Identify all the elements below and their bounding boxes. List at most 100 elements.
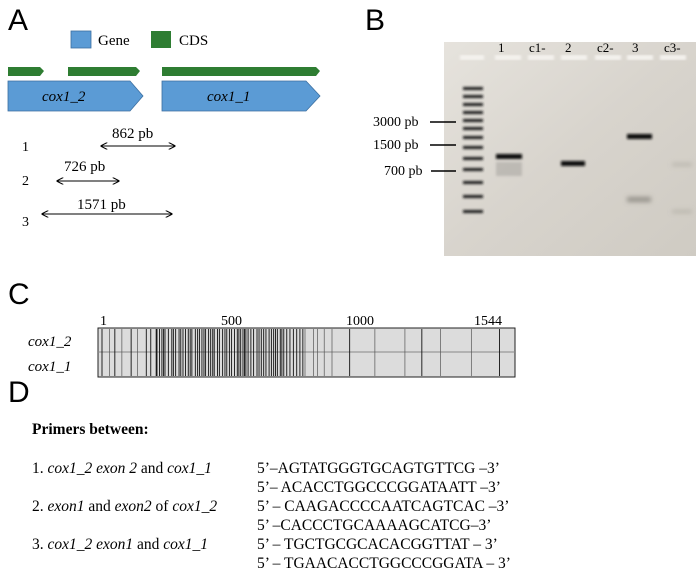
primer-3-join: and (137, 536, 160, 553)
primer-3-forward-row: 3. cox1_2 exon1 and cox1_1 5’ – TGCTGCGC… (32, 535, 511, 554)
band-lane-1 (496, 154, 522, 159)
primer-1-number: 1. (32, 460, 44, 477)
ladder-band (463, 111, 483, 114)
primer-2-target-b: exon2 (114, 498, 152, 515)
primer-3-reverse-seq: 5’ – TGAACACCTGGCCCGGATA – 3’ (257, 555, 511, 572)
cds-arrow-3 (162, 67, 320, 76)
legend-gene-label: Gene (98, 33, 130, 49)
row-label-cox1-2: cox1_2 (28, 334, 72, 350)
primer-1-target-b: cox1_1 (167, 460, 212, 477)
primer-2-forward-row: 2. exon1 and exon2 of cox1_2 5’ – CAAGAC… (32, 497, 511, 516)
tick-label-1000: 1000 (346, 314, 374, 329)
ladder-bands (463, 87, 483, 213)
well-c3 (660, 55, 686, 60)
cds-arrow-1 (8, 67, 44, 76)
lane-label-c2: c2- (597, 40, 614, 55)
ladder-band (463, 195, 483, 198)
ladder-label-700: 700 pb (384, 164, 423, 179)
primer-3-label: 3. cox1_2 exon1 and cox1_1 (32, 535, 257, 554)
primers-section: Primers between: 1. cox1_2 exon 2 and co… (32, 420, 511, 573)
cds-arrow-2 (68, 67, 140, 76)
amplicon-3-size: 1571 pb (77, 197, 126, 213)
gene-arrow-cox1-1 (161, 80, 321, 112)
tick-label-1544: 1544 (474, 314, 502, 329)
variant-lines (101, 329, 500, 376)
band-lane-c3-faint-2 (672, 210, 692, 213)
lane-label-1: 1 (498, 40, 505, 55)
primer-2-label: 2. exon1 and exon2 of cox1_2 (32, 497, 257, 516)
ladder-band (463, 95, 483, 98)
panel-letter-c: C (8, 278, 30, 311)
gene-arrow-cox1-2 (7, 80, 144, 112)
ladder-band (463, 103, 483, 106)
well-ladder (460, 55, 484, 60)
primer-2-forward-seq: 5’ – CAAGACCCCAATCAGTCAC –3’ (257, 498, 510, 515)
lane-label-2: 2 (565, 40, 572, 55)
tick-label-500: 500 (221, 314, 242, 329)
panel-letter-d: D (8, 376, 30, 409)
gel-wells (460, 55, 686, 60)
well-c2 (595, 55, 621, 60)
ladder-band (463, 87, 483, 90)
primer-3-forward-seq: 5’ – TGCTGCGCACACGGTTAT – 3’ (257, 536, 498, 553)
panel-b: 1 c1- 2 c2- 3 c3- 3000 pb 1500 pb 700 pb (373, 40, 696, 256)
gel-image (444, 42, 696, 256)
ladder-band (463, 136, 483, 139)
tick-label-1: 1 (100, 314, 107, 329)
ladder-band (463, 210, 483, 213)
band-lane-1-smear (496, 162, 522, 176)
row-label-cox1-1: cox1_1 (28, 359, 71, 375)
well-2 (561, 55, 587, 60)
panel-letter-b: B (365, 4, 386, 37)
band-lane-3-faint (627, 197, 651, 202)
primers-header: Primers between: (32, 421, 149, 438)
ladder-band (463, 127, 483, 130)
primer-1-label: 1. cox1_2 exon 2 and cox1_1 (32, 459, 257, 478)
amplicon-1-size: 862 pb (112, 126, 153, 142)
primer-2-reverse-row: 5’ –CACCCTGCAAAAGCATCG–3’ (32, 516, 511, 535)
ladder-label-3000: 3000 pb (373, 115, 419, 130)
primer-2-join: and (88, 498, 111, 515)
primer-1-forward-row: 1. cox1_2 exon 2 and cox1_1 5’–AGTATGGGT… (32, 459, 511, 478)
primer-2-of: of (155, 498, 169, 515)
ladder-label-1500: 1500 pb (373, 138, 419, 153)
gene-label-cox1-2: cox1_2 (42, 89, 86, 105)
legend-gene-swatch (70, 30, 92, 49)
primer-2-target-c: cox1_2 (172, 498, 218, 515)
lane-label-c3: c3- (664, 40, 681, 55)
legend-cds-label: CDS (179, 33, 208, 49)
primer-1-forward-seq: 5’–AGTATGGGTGCAGTGTTCG –3’ (257, 460, 500, 477)
primer-2-reverse-seq: 5’ –CACCCTGCAAAAGCATCG–3’ (257, 517, 492, 534)
panel-letter-a: A (8, 4, 29, 37)
well-c1 (528, 55, 554, 60)
ladder-band (463, 168, 483, 171)
panel-c: 1 500 1000 1544 cox1_2 cox1_1 (28, 314, 516, 378)
amplicon-3-number: 3 (22, 215, 29, 230)
primer-1-target-a: cox1_2 exon 2 (47, 460, 138, 477)
primer-2-number: 2. (32, 498, 44, 515)
primer-3-target-b: cox1_1 (163, 536, 209, 553)
well-3 (627, 55, 653, 60)
sample-bands (496, 134, 652, 176)
amplicon-2-size: 726 pb (64, 159, 105, 175)
ladder-band (463, 181, 483, 184)
faint-bands (627, 163, 692, 213)
primer-2-target-a: exon1 (47, 498, 85, 515)
band-lane-2 (561, 161, 585, 166)
lane-label-c1: c1- (529, 40, 546, 55)
primer-3-target-a: cox1_2 exon1 (47, 536, 134, 553)
gene-label-cox1-1: cox1_1 (207, 89, 250, 105)
legend-cds-swatch (151, 31, 171, 48)
ladder-band (463, 157, 483, 160)
lane-label-3: 3 (632, 40, 639, 55)
well-1 (495, 55, 521, 60)
primer-1-join: and (140, 460, 164, 477)
primer-3-reverse-row: 5’ – TGAACACCTGGCCCGGATA – 3’ (32, 554, 511, 573)
primer-3-number: 3. (32, 536, 44, 553)
amplicon-2-number: 2 (22, 174, 29, 189)
primer-1-reverse-seq: 5’– ACACCTGGCCCGGATAATT –3’ (257, 479, 501, 496)
ladder-band (463, 119, 483, 122)
band-lane-c3-faint (672, 163, 692, 166)
amplicon-1-number: 1 (22, 140, 29, 155)
